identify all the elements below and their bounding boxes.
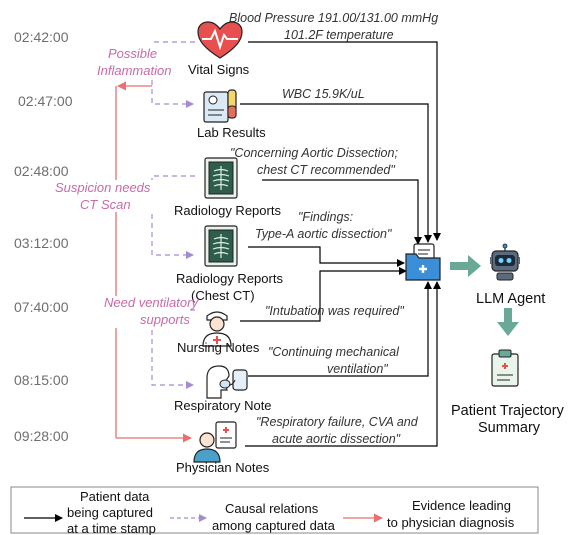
inference-labels: Possible Inflammation Suspicion needs CT…	[54, 44, 199, 328]
inference-text: CT Scan	[80, 197, 131, 212]
note-text: "Respiratory failure, CVA and	[256, 415, 419, 429]
timestamp: 02:42:00	[14, 29, 69, 45]
note-text: chest CT recommended"	[257, 163, 395, 177]
timestamp: 02:48:00	[14, 163, 69, 179]
timestamp: 03:12:00	[14, 235, 69, 251]
flow-arrows	[450, 255, 519, 336]
source-label: Lab Results	[197, 125, 266, 140]
legend-text: Patient data	[80, 489, 150, 504]
timestamp-column: 02:42:00 02:47:00 02:48:00 03:12:00 07:4…	[14, 29, 73, 444]
inference-text: Possible	[108, 46, 157, 61]
legend-text: Causal relations	[225, 501, 319, 516]
legend: Patient data being captured at a time st…	[10, 486, 539, 535]
note-text: WBC 15.9K/uL	[282, 87, 365, 101]
legend-text: among captured data	[212, 518, 336, 533]
timestamp: 02:47:00	[18, 93, 73, 109]
source-label: Nursing Notes	[177, 340, 260, 355]
physician-icon	[193, 421, 237, 463]
timestamp: 09:28:00	[14, 428, 69, 444]
observation-notes: Blood Pressure 191.00/131.00 mmHg 101.2F…	[229, 11, 438, 446]
note-text: acute aortic dissection"	[272, 432, 401, 446]
note-text: Type-A aortic dissection"	[255, 227, 392, 241]
source-label: Vital Signs	[188, 62, 250, 77]
legend-text: being captured	[67, 505, 153, 520]
inference-text: Need ventilatory	[104, 295, 199, 310]
summary-label: Summary	[478, 420, 541, 436]
source-label: Radiology Reports	[174, 203, 281, 218]
inference-text: supports	[140, 312, 190, 327]
nurse-icon	[202, 311, 232, 347]
inference-text: Inflammation	[97, 63, 171, 78]
clipboard-icon	[491, 349, 519, 387]
source-label: Radiology Reports	[176, 271, 283, 286]
agent-label: LLM Agent	[476, 291, 545, 307]
note-text: 101.2F temperature	[284, 28, 394, 42]
source-label: Respiratory Note	[174, 398, 272, 413]
timestamp: 08:15:00	[14, 372, 69, 388]
note-text: ventilation"	[327, 362, 388, 376]
inference-text: Suspicion needs	[55, 180, 151, 195]
folder-icon	[405, 243, 441, 281]
note-text: Blood Pressure 191.00/131.00 mmHg	[229, 11, 438, 25]
xray-icon	[204, 157, 238, 199]
respiratory-mask-icon	[206, 365, 248, 399]
note-text: "Findings:	[298, 210, 353, 224]
legend-text: at a time stamp	[67, 521, 156, 535]
heart-pulse-icon	[197, 21, 243, 59]
legend-text: to physician diagnosis	[387, 515, 515, 530]
note-text: "Continuing mechanical	[268, 345, 400, 359]
robot-icon	[490, 243, 520, 281]
timestamp: 07:40:00	[14, 299, 69, 315]
legend-text: Evidence leading	[412, 498, 511, 513]
source-label: Physician Notes	[176, 460, 270, 475]
source-label: (Chest CT)	[191, 288, 255, 303]
summary-label: Patient Trajectory	[451, 403, 565, 419]
capture-arrows	[240, 41, 441, 447]
note-text: "Intubation was required"	[265, 304, 404, 318]
xray-icon	[204, 225, 238, 267]
note-text: "Concerning Aortic Dissection;	[230, 146, 398, 160]
lab-flask-icon	[203, 89, 237, 123]
